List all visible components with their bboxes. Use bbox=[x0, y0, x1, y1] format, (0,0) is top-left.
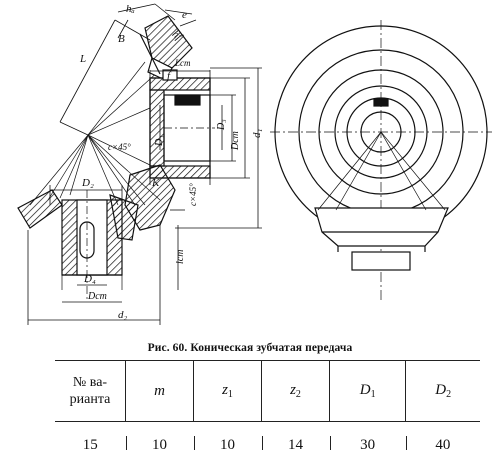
figure-caption: Рис. 60. Коническая зубчатая передача bbox=[0, 342, 500, 354]
label-D2: D₂ bbox=[81, 177, 94, 189]
label-Dcm-bottom: Dcm bbox=[87, 291, 107, 302]
label-D4: D₄ bbox=[83, 273, 96, 285]
label-D1: D₁ bbox=[154, 135, 165, 147]
label-e: e bbox=[182, 9, 187, 21]
label-K: K bbox=[151, 177, 160, 189]
header-z1: z1 bbox=[194, 361, 262, 422]
header-m: m bbox=[126, 361, 194, 422]
label-d2: d₂ bbox=[118, 309, 128, 321]
variant-table: № ва- рианта m z1 z2 D1 D2 15 10 10 14 3… bbox=[55, 360, 480, 456]
bevel-gear-drawing: hₐ e hf B L Lcm f c×45° D₁ D₃ Dcm d₁ K D… bbox=[0, 0, 500, 340]
table-header-row: № ва- рианта m z1 z2 D1 D2 bbox=[55, 361, 480, 422]
header-D1: D1 bbox=[330, 361, 406, 422]
label-c45-left: c×45° bbox=[108, 142, 131, 152]
label-lcm-top: Lcm bbox=[174, 58, 191, 68]
label-Dcm-right: Dcm bbox=[230, 131, 241, 151]
header-D2: D2 bbox=[406, 361, 480, 422]
label-lcm-bottom: lcm bbox=[175, 250, 186, 264]
end-view bbox=[270, 20, 492, 300]
dimension-L bbox=[60, 20, 150, 135]
label-L: L bbox=[79, 53, 86, 65]
sectional-view bbox=[18, 4, 262, 325]
label-D3: D₃ bbox=[216, 119, 227, 131]
header-variant: № ва- рианта bbox=[55, 361, 126, 422]
label-d1: d₁ bbox=[251, 129, 263, 139]
label-B: B bbox=[118, 33, 125, 45]
label-ha: hₐ bbox=[126, 3, 135, 15]
header-z2: z2 bbox=[262, 361, 330, 422]
label-c45-right: c×45° bbox=[188, 183, 198, 206]
